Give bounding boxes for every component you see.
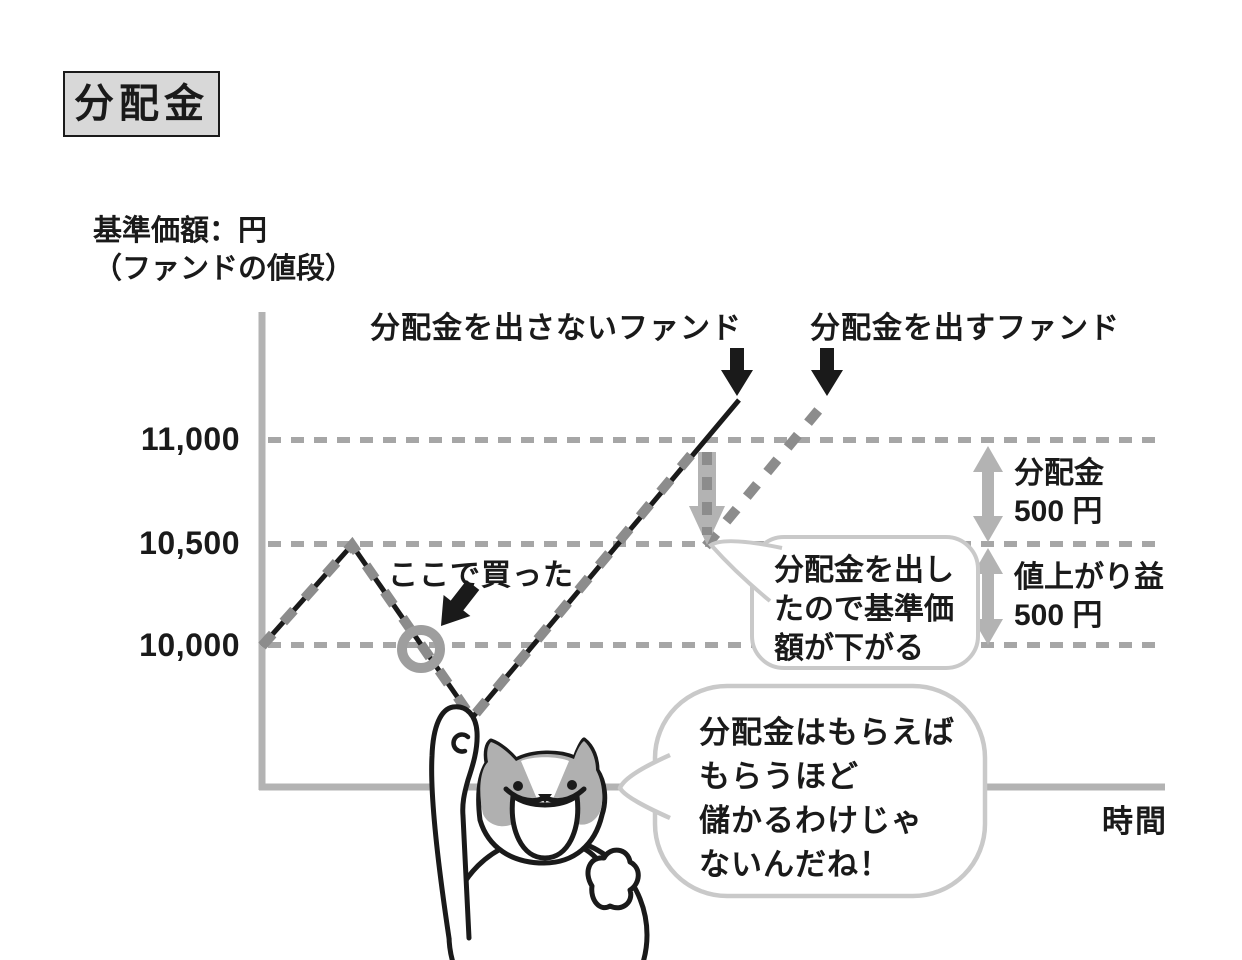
cat-right-paw bbox=[585, 847, 641, 911]
drop-note-bubble bbox=[707, 535, 980, 670]
drop-note-line2: たので基準価 bbox=[774, 593, 954, 626]
y-axis-label: 基準価額：円 （ファンドの値段） bbox=[93, 212, 354, 288]
fund-no-distribution-label: 分配金を出さないファンド bbox=[370, 312, 742, 345]
cat-left-eye bbox=[513, 781, 523, 791]
capital-gain-measure-arrow bbox=[973, 548, 1003, 645]
cat-speech-line3: 儲かるわけじゃ bbox=[699, 803, 923, 838]
drop-note-bubble-tail bbox=[707, 539, 783, 603]
distribution-amount-line1: 分配金 bbox=[1014, 457, 1104, 490]
y-axis-label-line2: （ファンドの値段） bbox=[93, 253, 355, 285]
title-box: 分配金 bbox=[63, 71, 220, 137]
cat-white-blaze bbox=[521, 757, 569, 805]
fund-line-distribution-overlap bbox=[258, 439, 705, 727]
cat-speech-line2: もらうほど bbox=[699, 759, 859, 794]
fund2-pointer-arrow-icon bbox=[811, 348, 843, 396]
drop-note-text: 分配金を出し たので基準価 額が下がる bbox=[774, 551, 954, 668]
distribution-amount-line2: 500 円 bbox=[1014, 495, 1103, 528]
cat-speech-line1: 分配金はもらえば bbox=[699, 715, 955, 750]
cat-speech-text: 分配金はもらえば もらうほど 儲かるわけじゃ ないんだね！ bbox=[699, 711, 955, 887]
bought-here-arrow-icon bbox=[440, 580, 480, 626]
buy-point-marker bbox=[397, 625, 445, 673]
fund1-pointer-arrow-icon bbox=[721, 348, 753, 396]
drop-note-line1: 分配金を出し bbox=[774, 554, 954, 587]
y-tick-11000: 11,000 bbox=[140, 421, 240, 457]
capital-gain-line2: 500 円 bbox=[1014, 599, 1103, 632]
y-tick-10500: 10,500 bbox=[139, 525, 240, 561]
distribution-amount-label: 分配金 500 円 bbox=[1014, 455, 1104, 531]
cat-character bbox=[429, 704, 650, 960]
cat-right-eye bbox=[567, 780, 577, 790]
drop-note-line3: 額が下がる bbox=[774, 632, 924, 665]
cat-paw-curl bbox=[451, 732, 471, 754]
cat-speech-line4: ないんだね！ bbox=[699, 847, 891, 882]
payout-drop-arrowhead bbox=[689, 506, 725, 545]
cat-raised-arm bbox=[429, 704, 480, 941]
x-axis-label: 時間 bbox=[1102, 804, 1168, 839]
fund-line-distribution-after-drop bbox=[702, 397, 830, 550]
bought-here-label: ここで買った bbox=[388, 559, 574, 592]
payout-drop-arrow bbox=[689, 452, 725, 545]
cat-open-mouth bbox=[509, 793, 581, 861]
capital-gain-line1: 値上がり益 bbox=[1014, 561, 1164, 594]
cat-smile-line bbox=[503, 786, 587, 804]
cat-speech-bubble bbox=[617, 683, 988, 899]
y-tick-10000: 10,000 bbox=[139, 627, 240, 663]
distribution-measure-arrow bbox=[973, 446, 1003, 542]
y-axis-label-line1: 基準価額：円 bbox=[93, 215, 268, 247]
cat-speech-bubble-tail bbox=[617, 752, 671, 821]
fund-distribution-label: 分配金を出すファンド bbox=[810, 312, 1120, 345]
capital-gain-label: 値上がり益 500 円 bbox=[1014, 559, 1164, 635]
